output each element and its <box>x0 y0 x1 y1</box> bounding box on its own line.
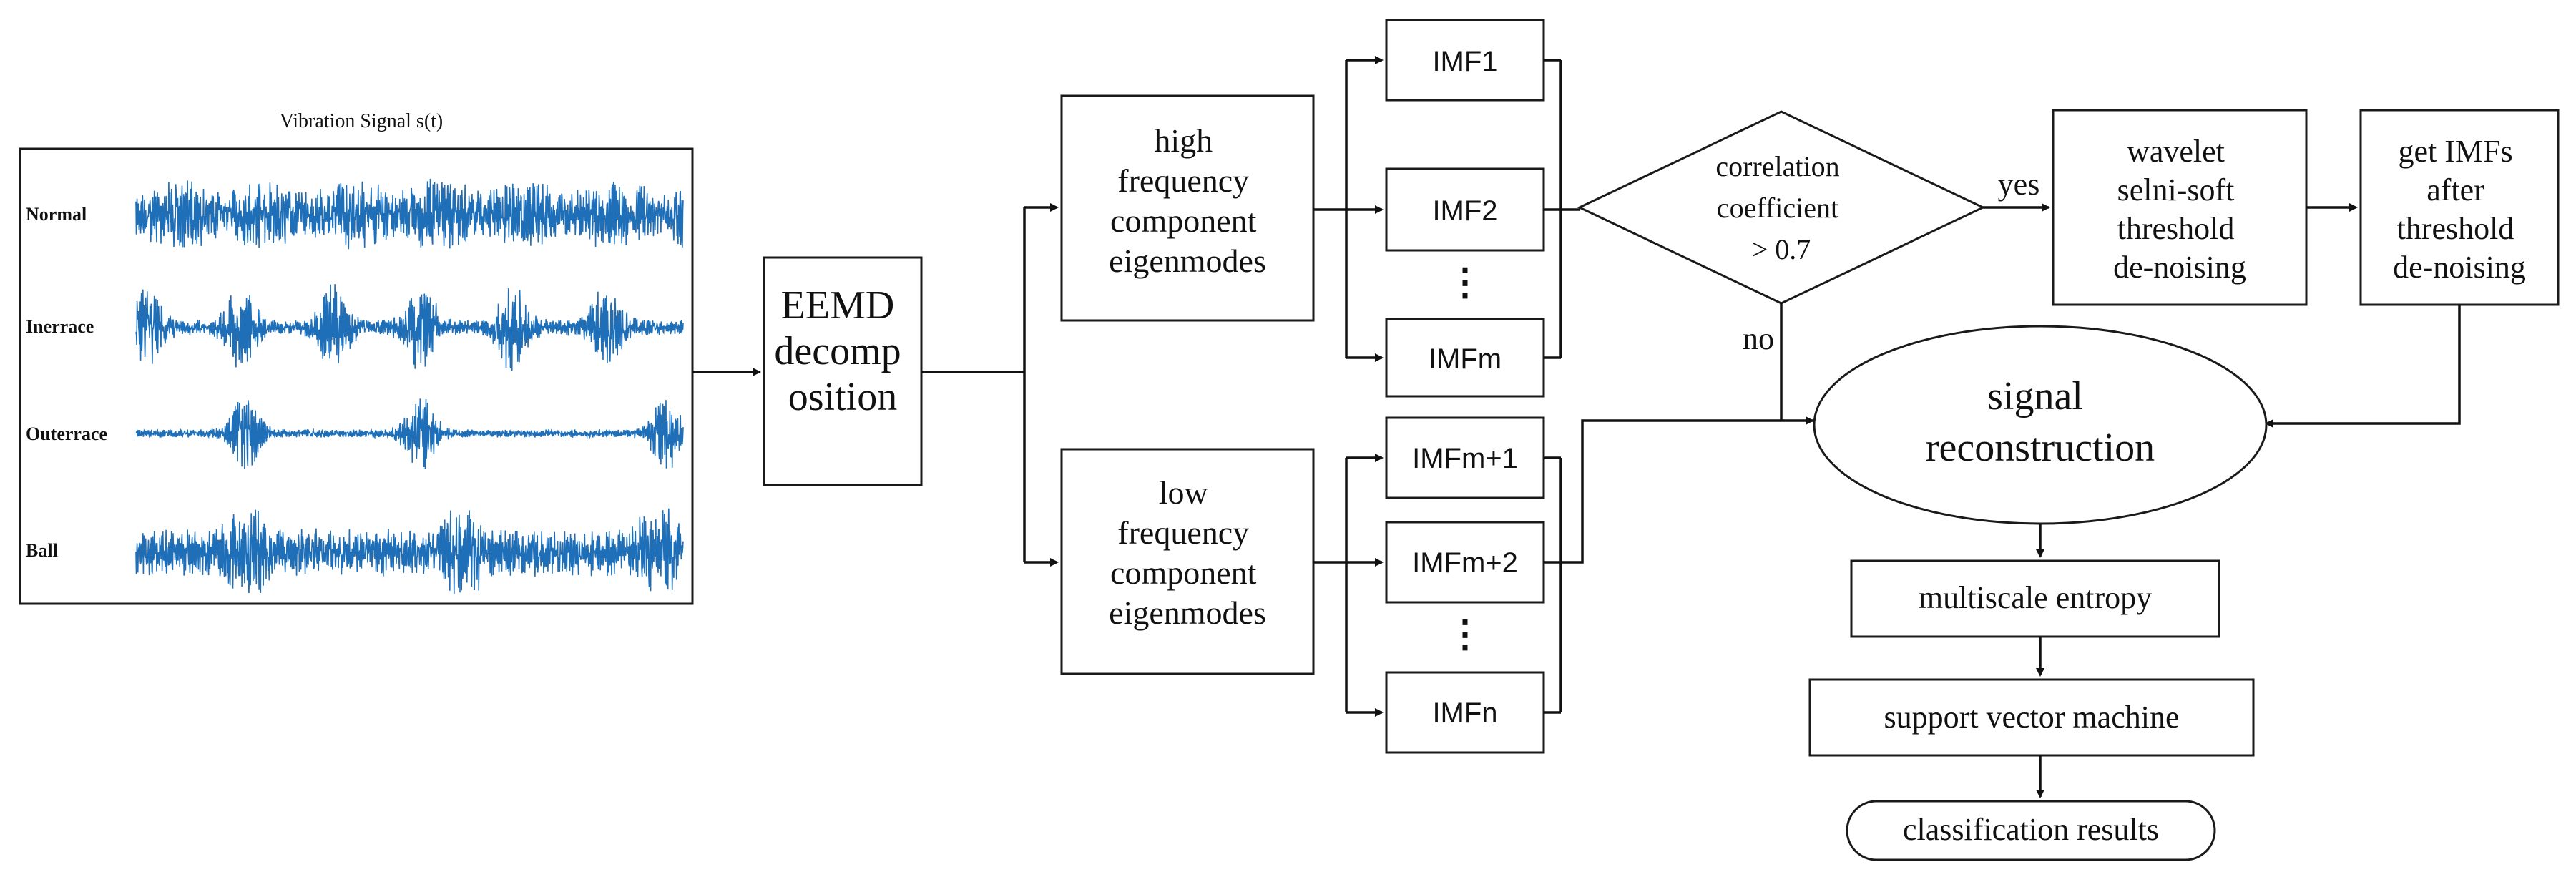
wavelet-box <box>2052 109 2308 306</box>
row-label-outerrace: Outerrace <box>26 423 107 444</box>
imfm1-label: IMFm+1 <box>1412 443 1518 474</box>
imfm2-label: IMFm+2 <box>1412 547 1518 579</box>
reconstruction-label: signal reconstruction <box>1926 374 2155 470</box>
imf2-label: IMF2 <box>1432 195 1497 227</box>
imfm-box <box>1385 318 1545 398</box>
get-imfs-label: get IMFs after threshold de-noising <box>2393 134 2526 285</box>
row-label-inerrace: Inerrace <box>26 316 94 337</box>
connector-low-to-reconstruction <box>1561 416 1814 564</box>
signal-panel-title: Vibration Signal s(t) <box>280 110 444 132</box>
results-label: classification results <box>1903 812 2159 847</box>
get-imfs-box <box>2359 109 2560 306</box>
eemd-box <box>763 256 923 486</box>
imf1-box <box>1385 19 1545 102</box>
waveforms <box>135 178 684 594</box>
signal-reconstruction <box>1813 325 2268 525</box>
waveform-outerrace <box>135 398 684 470</box>
waveform-normal <box>135 178 684 250</box>
imfn-label: IMFn <box>1432 697 1497 729</box>
low-freq-label: low frequency component eigenmodes <box>1109 474 1266 631</box>
decision-label: correlation coefficient > 0.7 <box>1715 150 1846 265</box>
no-label: no <box>1743 321 1774 356</box>
ellipsis-low: ⋮ <box>1446 614 1484 655</box>
imf1-label: IMF1 <box>1432 46 1497 77</box>
ellipsis-high: ⋮ <box>1446 263 1484 303</box>
connector-getimfs-down <box>2265 305 2461 428</box>
high-freq-box <box>1060 94 1315 322</box>
multiscale-entropy-box <box>1850 559 2220 638</box>
wavelet-label: wavelet selni-soft threshold de-noising <box>2113 134 2246 285</box>
classification-results <box>1846 800 2216 861</box>
imfm-label: IMFm <box>1429 343 1502 375</box>
entropy-label: multiscale entropy <box>1919 580 2152 615</box>
high-freq-label: high frequency component eigenmodes <box>1109 122 1266 279</box>
row-label-normal: Normal <box>26 204 87 225</box>
waveform-ball <box>135 508 684 594</box>
imfm2-box <box>1385 521 1545 604</box>
eemd-label: EEMD decomp osition <box>774 283 911 419</box>
row-label-ball: Ball <box>26 540 58 561</box>
low-freq-box <box>1060 448 1315 675</box>
yes-label: yes <box>1998 167 2040 202</box>
waveform-inerrace <box>135 284 684 371</box>
svm-box <box>1808 678 2255 757</box>
svm-label: support vector machine <box>1884 700 2180 735</box>
